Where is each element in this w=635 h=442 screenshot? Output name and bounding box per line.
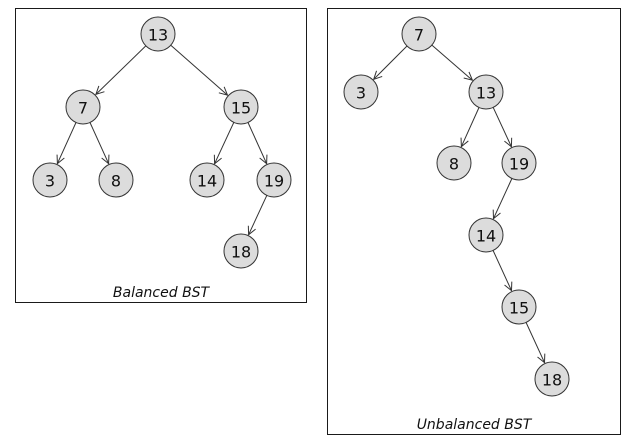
unbalanced-node-19: 19 xyxy=(501,145,537,181)
balanced-node-15: 15 xyxy=(223,89,259,125)
balanced-node-circle xyxy=(98,162,134,198)
unbalanced-edge-7-to-3 xyxy=(374,45,408,79)
balanced-node-3: 3 xyxy=(32,162,68,198)
unbalanced-edge-13-to-8 xyxy=(461,107,480,147)
balanced-node-label: 19 xyxy=(264,172,284,191)
unbalanced-bst-frame xyxy=(327,8,621,435)
unbalanced-edge-13-to-19 xyxy=(492,107,511,146)
balanced-node-13: 13 xyxy=(140,16,176,52)
balanced-bst-panel: 13 7 15 3 8 14 19 18 Balanced BST xyxy=(15,8,307,303)
unbalanced-node-label: 19 xyxy=(509,155,529,174)
unbalanced-node-circle xyxy=(534,361,570,397)
unbalanced-bst-nodes: 7 3 13 8 19 14 15 18 xyxy=(343,16,570,397)
balanced-node-circle xyxy=(65,89,101,125)
unbalanced-node-18: 18 xyxy=(534,361,570,397)
unbalanced-node-circle xyxy=(343,74,379,110)
balanced-node-circle xyxy=(223,89,259,125)
unbalanced-node-8: 8 xyxy=(436,145,472,181)
unbalanced-node-circle xyxy=(468,74,504,110)
balanced-bst-edges xyxy=(57,44,268,235)
unbalanced-node-circle xyxy=(436,145,472,181)
unbalanced-edge-19-to-14 xyxy=(494,178,513,219)
balanced-edge-15-to-14 xyxy=(215,122,235,163)
unbalanced-node-circle xyxy=(501,289,537,325)
unbalanced-edge-14-to-15 xyxy=(492,250,511,291)
balanced-edge-7-to-8 xyxy=(89,122,109,164)
balanced-node-8: 8 xyxy=(98,162,134,198)
unbalanced-node-13: 13 xyxy=(468,74,504,110)
balanced-node-label: 14 xyxy=(197,172,217,191)
unbalanced-bst-caption: Unbalanced BST xyxy=(417,417,533,433)
balanced-node-circle xyxy=(140,16,176,52)
unbalanced-node-7: 7 xyxy=(401,16,437,52)
unbalanced-node-label: 13 xyxy=(476,84,496,103)
balanced-node-label: 15 xyxy=(231,99,251,118)
unbalanced-node-3: 3 xyxy=(343,74,379,110)
balanced-edge-7-to-3 xyxy=(57,122,77,164)
unbalanced-node-label: 14 xyxy=(476,227,496,246)
unbalanced-node-label: 7 xyxy=(414,26,424,45)
unbalanced-node-circle xyxy=(468,217,504,253)
unbalanced-bst-panel: 7 3 13 8 19 14 15 18 Unbalanced BST xyxy=(327,8,621,435)
balanced-edge-19-to-18 xyxy=(249,195,268,234)
balanced-node-label: 8 xyxy=(111,172,121,191)
balanced-node-18: 18 xyxy=(223,233,259,269)
balanced-edge-15-to-19 xyxy=(247,122,267,164)
balanced-node-circle xyxy=(256,162,292,198)
unbalanced-node-circle xyxy=(501,145,537,181)
unbalanced-node-15: 15 xyxy=(501,289,537,325)
balanced-edge-13-to-15 xyxy=(170,44,228,95)
balanced-node-label: 18 xyxy=(231,243,251,262)
balanced-bst-nodes: 13 7 15 3 8 14 19 18 xyxy=(32,16,292,269)
unbalanced-node-label: 18 xyxy=(542,371,562,390)
unbalanced-node-label: 8 xyxy=(449,155,459,174)
unbalanced-node-circle xyxy=(401,16,437,52)
unbalanced-bst-edges xyxy=(374,44,545,363)
balanced-bst-caption: Balanced BST xyxy=(113,285,211,301)
balanced-node-7: 7 xyxy=(65,89,101,125)
balanced-edge-13-to-7 xyxy=(96,45,147,95)
balanced-node-circle xyxy=(223,233,259,269)
unbalanced-node-label: 3 xyxy=(356,84,366,103)
unbalanced-node-14: 14 xyxy=(468,217,504,253)
balanced-node-19: 19 xyxy=(256,162,292,198)
balanced-node-circle xyxy=(189,162,225,198)
unbalanced-edge-15-to-18 xyxy=(525,322,544,363)
balanced-node-label: 13 xyxy=(148,26,168,45)
unbalanced-edge-7-to-13 xyxy=(431,44,473,80)
balanced-node-14: 14 xyxy=(189,162,225,198)
unbalanced-node-label: 15 xyxy=(509,299,529,318)
balanced-node-label: 3 xyxy=(45,172,55,191)
balanced-node-circle xyxy=(32,162,68,198)
balanced-node-label: 7 xyxy=(78,99,88,118)
